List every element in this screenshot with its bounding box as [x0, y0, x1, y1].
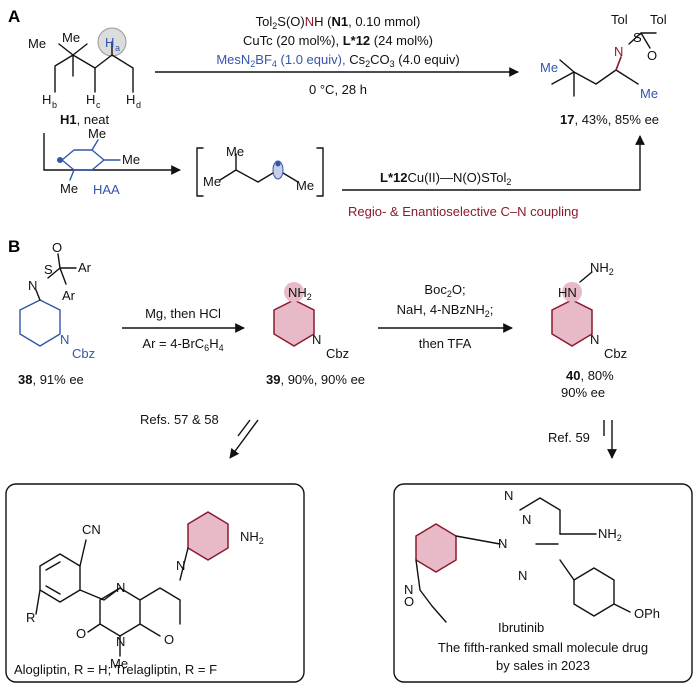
ibr-nh2: NH2 — [598, 526, 622, 543]
c39-label: 39, 90%, 90% ee — [266, 372, 365, 387]
alo-nh2: NH2 — [240, 529, 264, 546]
h1-ha-sub: a — [115, 43, 120, 53]
prod-tol-2: Tol — [650, 12, 667, 27]
step1-bottom: Ar = 4-BrC6H4 — [142, 336, 223, 353]
c40-cbz: Cbz — [604, 346, 627, 361]
ibr-n3: N — [498, 536, 507, 551]
c39-nh2: NH2 — [288, 285, 312, 302]
alo-cn: CN — [82, 522, 101, 537]
ibrutinib-line1: The fifth-ranked small molecule drug — [438, 640, 648, 655]
alo-o1: O — [76, 626, 86, 641]
cond-line1: Tol2S(O)NH (N1, 0.10 mmol) — [256, 14, 421, 31]
ibrutinib-box — [393, 483, 693, 683]
cond-line3: MesN2BF4 (1.0 equiv), Cs2CO3 (4.0 equiv) — [216, 52, 459, 69]
ibr-oph: OPh — [634, 606, 660, 621]
alo-ring-n: N — [176, 558, 185, 573]
c40-ee: 90% ee — [561, 385, 605, 400]
coupling-red-text: Regio- & Enantioselective C–N coupling — [348, 204, 579, 219]
alo-n2: N — [116, 634, 125, 649]
h1-hc-sub: c — [96, 100, 101, 110]
coupling-text: L*12Cu(II)—N(O)STol2 — [380, 170, 511, 187]
rad-me-top: Me — [226, 144, 244, 159]
c38-label: 38, 91% ee — [18, 372, 84, 387]
coupling-arrow — [342, 135, 645, 191]
prod-me-left: Me — [540, 60, 558, 75]
ibr-o: O — [404, 594, 414, 609]
haa-label: HAA — [93, 182, 120, 197]
c38-o: O — [52, 240, 62, 255]
alo-me: Me — [110, 656, 128, 671]
step2-line2: NaH, 4-NBzNH2; — [397, 302, 494, 319]
alogliptin-structure: CN R N N O O Me N NH2 — [26, 511, 264, 671]
refs-left-arrow-2 — [237, 419, 251, 437]
alo-o2: O — [164, 632, 174, 647]
c38-ar1: Ar — [78, 260, 92, 275]
h1-me-top: Me — [62, 30, 80, 45]
c38-n: N — [28, 278, 37, 293]
haa-arrow — [43, 133, 181, 175]
compound-40-structure: HN NH2 N Cbz — [551, 260, 627, 361]
mes-me-bottom: Me — [60, 181, 78, 196]
prod-n: N — [614, 44, 623, 59]
prod-me-right: Me — [640, 86, 658, 101]
panel-b-label: B — [8, 237, 20, 256]
c38-s: S — [44, 262, 53, 277]
compound-38-structure: N S O Ar Ar N Cbz — [19, 240, 95, 361]
h1-ha: H — [105, 35, 114, 50]
h1-hd: H — [126, 92, 135, 107]
substrate-h1-label: H1, neat — [60, 112, 110, 127]
mesityl-radical: Me Me Me — [57, 126, 140, 196]
h1-hc: H — [86, 92, 95, 107]
c40-label: 40, 80% — [566, 368, 614, 383]
ref-right: Ref. 59 — [548, 430, 590, 445]
prod-s: S — [633, 30, 642, 45]
mes-me-top: Me — [88, 126, 106, 141]
alo-r: R — [26, 610, 35, 625]
ibrutinib-name: Ibrutinib — [498, 620, 544, 635]
mes-me-right: Me — [122, 152, 140, 167]
prod-o: O — [647, 48, 657, 63]
alogliptin-caption: Alogliptin, R = H; Trelagliptin, R = F — [14, 662, 217, 677]
rad-me-right: Me — [296, 178, 314, 193]
product-17-structure: Me Me N S O Tol Tol — [540, 12, 667, 101]
ibr-ring-n: N — [404, 582, 413, 597]
rad-me-left: Me — [203, 174, 221, 189]
alo-n1: N — [116, 580, 125, 595]
h1-hb-sub: b — [52, 100, 57, 110]
ibrutinib-structure: N O N N N N NH2 OPh — [404, 488, 660, 623]
c40-hn: HN — [558, 285, 577, 300]
c40-nh2: NH2 — [590, 260, 614, 277]
h1-hb: H — [42, 92, 51, 107]
alogliptin-box — [5, 483, 305, 683]
ibr-n1: N — [504, 488, 513, 503]
prod-tol-1: Tol — [611, 12, 628, 27]
c38-ar2: Ar — [62, 288, 76, 303]
c39-cbz: Cbz — [326, 346, 349, 361]
step2-line1: Boc2O; — [424, 282, 465, 299]
c38-ring-n: N — [60, 332, 69, 347]
step2-line3: then TFA — [419, 336, 472, 351]
ibr-n4: N — [518, 568, 527, 583]
ibrutinib-line2: by sales in 2023 — [496, 658, 590, 673]
h1-me-left: Me — [28, 36, 46, 51]
ibr-n2: N — [522, 512, 531, 527]
cond-line2: CuTc (20 mol%), L*12 (24 mol%) — [243, 33, 433, 48]
c39-ring-n: N — [312, 332, 321, 347]
refs-left: Refs. 57 & 58 — [140, 412, 219, 427]
refs-left-arrow — [229, 419, 259, 459]
panel-a-label: A — [8, 7, 20, 26]
substrate-h1-structure: Me Me H a H b H c H d — [28, 27, 141, 110]
alkyl-radical-intermediate: Me Me Me — [196, 144, 324, 197]
c40-ring-n: N — [590, 332, 599, 347]
step1-top: Mg, then HCl — [145, 306, 221, 321]
c38-cbz: Cbz — [72, 346, 95, 361]
cond-line4: 0 °C, 28 h — [309, 82, 367, 97]
h1-hd-sub: d — [136, 100, 141, 110]
product-17-label: 17, 43%, 85% ee — [560, 112, 659, 127]
compound-39-structure: NH2 N Cbz — [273, 282, 349, 361]
